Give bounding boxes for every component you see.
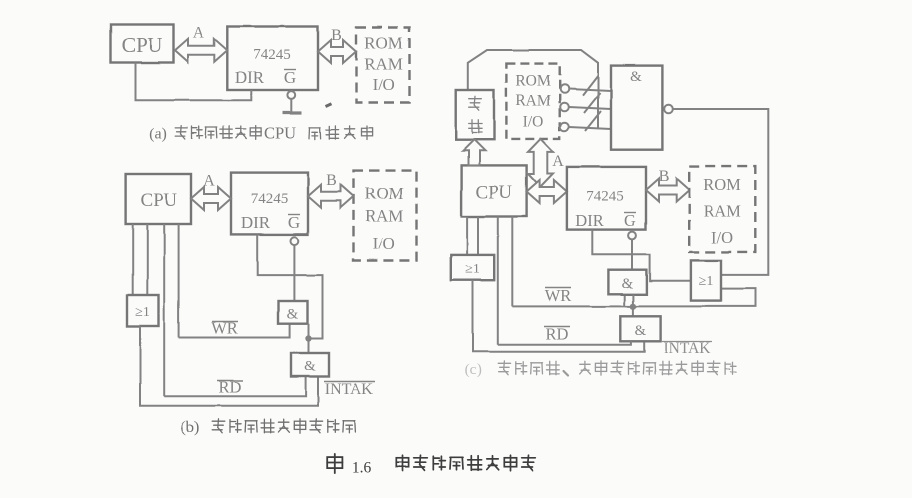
- svg-text:B: B: [659, 168, 670, 185]
- svg-text:(c): (c): [465, 362, 482, 378]
- svg-text:ROM: ROM: [364, 34, 403, 53]
- svg-text:CPU: CPU: [122, 33, 163, 57]
- svg-text:74245: 74245: [586, 189, 624, 205]
- svg-text:DIR: DIR: [575, 211, 603, 230]
- svg-text:ROM: ROM: [365, 184, 404, 203]
- svg-text:74245: 74245: [251, 191, 289, 207]
- svg-text:I/O: I/O: [373, 234, 396, 253]
- svg-text:&: &: [635, 323, 647, 339]
- svg-text:CPU: CPU: [141, 190, 178, 211]
- svg-text:I/O: I/O: [523, 114, 544, 131]
- svg-text:1.6: 1.6: [352, 460, 372, 477]
- svg-text:WR: WR: [211, 319, 238, 338]
- svg-text:A: A: [552, 153, 564, 170]
- svg-text:WR: WR: [545, 286, 572, 305]
- svg-text:&: &: [287, 307, 299, 323]
- svg-text:≥1: ≥1: [699, 274, 714, 289]
- svg-text:DIR: DIR: [241, 213, 271, 232]
- svg-text:RAM: RAM: [515, 93, 551, 110]
- svg-text:RD: RD: [219, 378, 242, 397]
- svg-text:RAM: RAM: [365, 207, 404, 226]
- svg-text:CPU: CPU: [264, 124, 296, 143]
- svg-text:(a): (a): [149, 126, 167, 143]
- svg-text:RAM: RAM: [364, 55, 403, 74]
- svg-text:I/O: I/O: [711, 228, 733, 247]
- svg-text:DIR: DIR: [235, 68, 265, 87]
- svg-text:&: &: [630, 69, 642, 85]
- svg-text:(b): (b): [181, 419, 200, 436]
- svg-text:G: G: [288, 213, 300, 232]
- svg-text:A: A: [193, 25, 205, 42]
- svg-text:INTAK: INTAK: [664, 340, 712, 357]
- svg-text:G: G: [284, 68, 296, 87]
- svg-text:&: &: [622, 276, 634, 292]
- svg-text:A: A: [203, 173, 215, 190]
- svg-text:RAM: RAM: [703, 202, 741, 221]
- svg-text:INTAK: INTAK: [325, 381, 374, 398]
- svg-text:ROM: ROM: [515, 73, 551, 90]
- svg-text:B: B: [331, 27, 342, 44]
- svg-text:74245: 74245: [253, 47, 291, 63]
- svg-text:G: G: [624, 211, 636, 230]
- svg-text:RD: RD: [546, 325, 569, 344]
- svg-text:≥1: ≥1: [135, 305, 150, 320]
- svg-text:I/O: I/O: [372, 75, 395, 94]
- svg-text:B: B: [326, 172, 337, 189]
- svg-text:&: &: [304, 359, 316, 375]
- svg-text:ROM: ROM: [703, 175, 741, 194]
- svg-text:CPU: CPU: [476, 182, 513, 203]
- svg-text:≥1: ≥1: [465, 262, 480, 277]
